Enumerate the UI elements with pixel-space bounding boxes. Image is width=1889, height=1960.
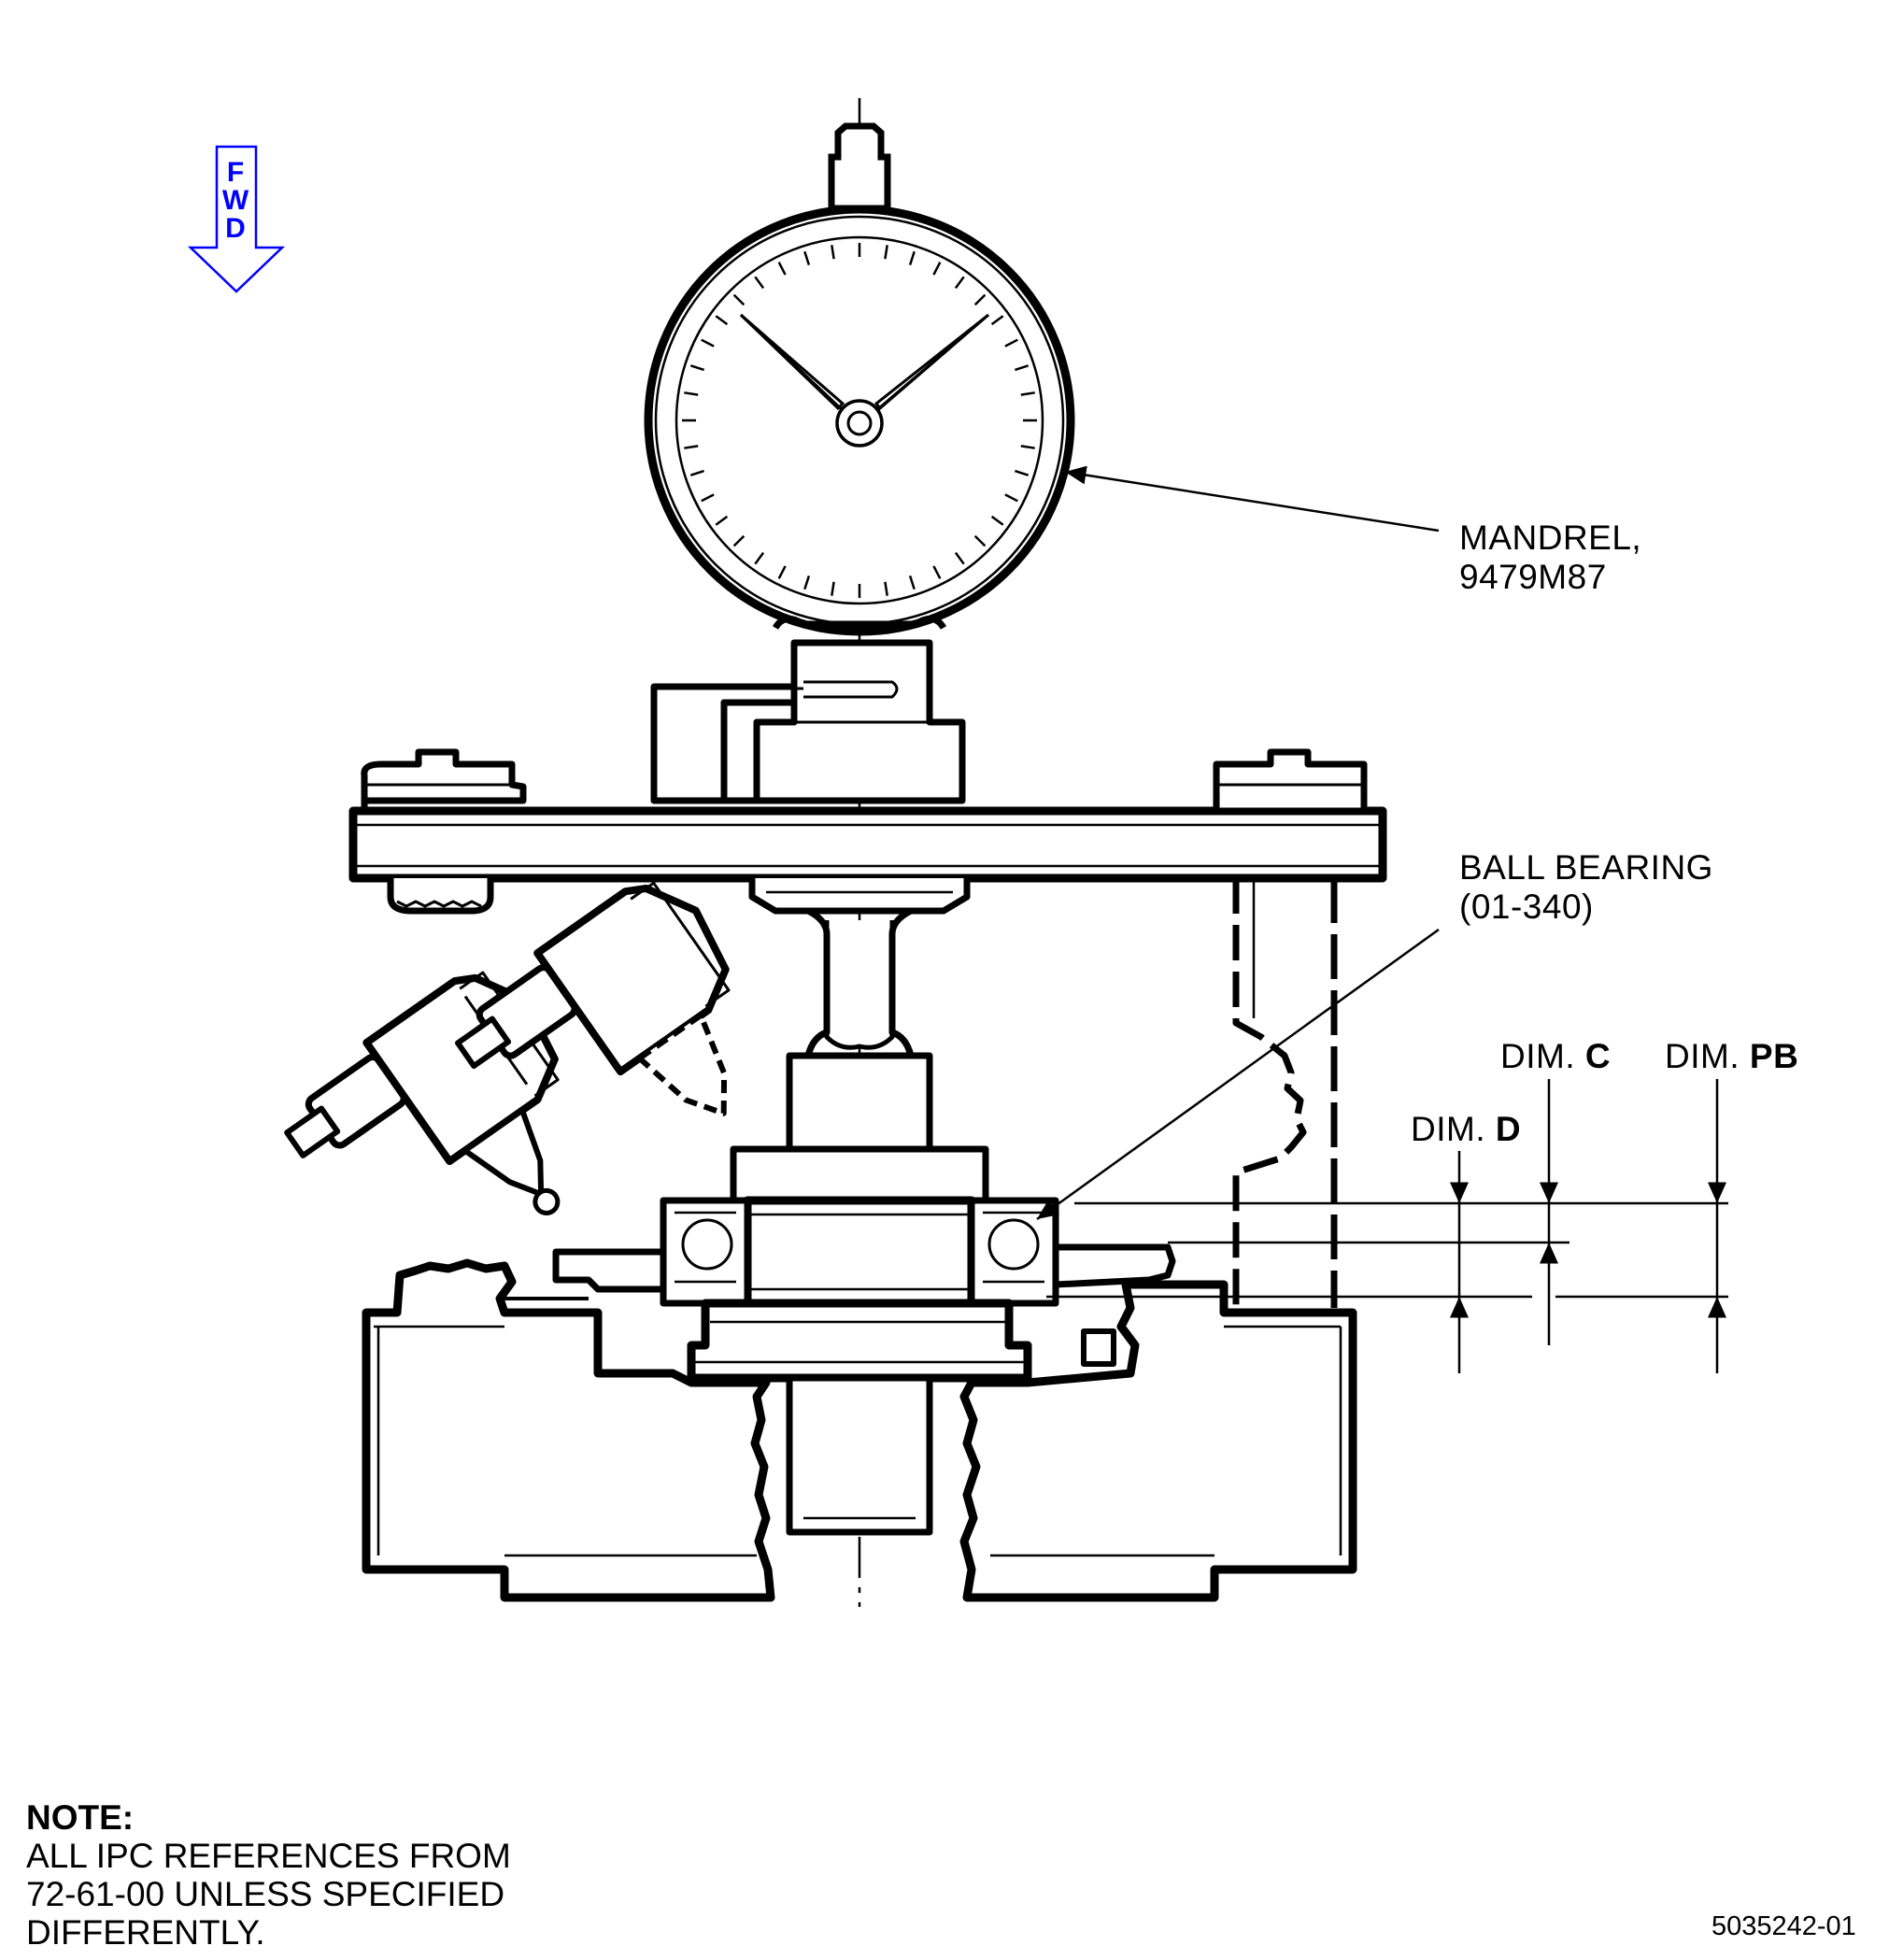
dial-tick xyxy=(1020,391,1035,396)
dial-tick xyxy=(1004,493,1018,503)
mandrel-callout: MANDREL, 9479M87 xyxy=(1459,518,1641,597)
callout-leaders xyxy=(1036,465,1440,1221)
ball-bearing-reference: (01-340) xyxy=(1459,888,1594,926)
note-line-3: DIFFERENTLY. xyxy=(26,1913,265,1952)
dial-tick xyxy=(689,364,704,372)
dial-tick xyxy=(1004,338,1018,348)
dial-tick xyxy=(777,565,787,579)
dial-tick xyxy=(754,276,765,290)
dial-tick xyxy=(684,391,699,396)
dim-pb-prefix: DIM. xyxy=(1665,1037,1740,1075)
dim-d-prefix: DIM. xyxy=(1411,1110,1486,1148)
ball-bearing-label: BALL BEARING xyxy=(1459,848,1713,887)
fwd-arrow-icon xyxy=(187,145,286,293)
dial-tick xyxy=(932,565,942,579)
fwd-letter-w: W xyxy=(221,185,249,216)
dimension-lines xyxy=(1046,1079,1728,1373)
ball-bearing-leader xyxy=(1036,928,1440,1221)
dim-c-label: DIM. C xyxy=(1500,1037,1611,1076)
dial-tick xyxy=(732,534,746,547)
housing xyxy=(362,1258,1357,1602)
dial-tick xyxy=(689,469,704,476)
dial-tick xyxy=(803,250,811,265)
dial-tick xyxy=(777,262,787,276)
mandrel-label: MANDREL, xyxy=(1459,518,1642,557)
dim-c-letter: C xyxy=(1584,1037,1612,1075)
figure-number: 5035242-01 xyxy=(1711,1911,1856,1941)
dial-tick xyxy=(990,515,1004,526)
probe-gauge-inner xyxy=(455,881,731,1116)
dial-tick xyxy=(715,515,729,526)
dial-tick xyxy=(1015,364,1030,372)
ball-bearing-left xyxy=(660,1197,751,1307)
dial-tick xyxy=(701,493,715,503)
dial-tick xyxy=(884,581,888,596)
dim-d-letter: D xyxy=(1495,1110,1522,1148)
dial-tick xyxy=(908,250,916,265)
note-block: NOTE: ALL IPC REFERENCES FROM 72-61-00 U… xyxy=(26,1798,511,1952)
mandrel-body xyxy=(348,639,1387,1308)
dial-tick xyxy=(973,293,987,306)
dial-tick xyxy=(932,262,942,276)
note-line-1: ALL IPC REFERENCES FROM xyxy=(26,1837,511,1875)
mandrel-part-number: 9479M87 xyxy=(1459,558,1607,596)
dim-pb-letter: PB xyxy=(1749,1037,1799,1075)
dim-c-prefix: DIM. xyxy=(1500,1037,1576,1075)
note-title: NOTE: xyxy=(26,1798,135,1837)
ball-bearing-callout: BALL BEARING (01-340) xyxy=(1459,848,1713,927)
dial-tick xyxy=(754,551,765,565)
dial-tick xyxy=(715,315,729,326)
spindle-assembly xyxy=(552,1052,1176,1536)
dial-tick xyxy=(973,534,987,547)
dim-pb-label: DIM. PB xyxy=(1665,1037,1798,1076)
dial-tick xyxy=(684,445,699,449)
dial-tick xyxy=(884,245,888,260)
mandrel-leader xyxy=(1064,465,1440,533)
dial-tick xyxy=(1020,445,1035,449)
dial-tick xyxy=(732,293,746,306)
dial-tick xyxy=(954,551,965,565)
ball-bearing-right xyxy=(968,1197,1059,1307)
dial-tick xyxy=(1015,469,1030,476)
fwd-letter-f: F xyxy=(226,157,245,188)
dial-tick xyxy=(803,575,811,590)
fwd-label: F W D xyxy=(219,159,252,243)
dim-d-label: DIM. D xyxy=(1411,1110,1521,1149)
note-line-2: 72-61-00 UNLESS SPECIFIED xyxy=(26,1875,505,1913)
dial-ticks xyxy=(682,243,1037,598)
dial-tick xyxy=(908,575,916,590)
dial-tick xyxy=(990,315,1004,326)
dial-tick xyxy=(701,338,715,348)
dial-tick xyxy=(954,276,965,290)
dial-tick xyxy=(831,581,835,596)
dial-indicator xyxy=(644,122,1075,636)
dial-tick xyxy=(831,245,835,260)
fwd-letter-d: D xyxy=(225,213,246,244)
